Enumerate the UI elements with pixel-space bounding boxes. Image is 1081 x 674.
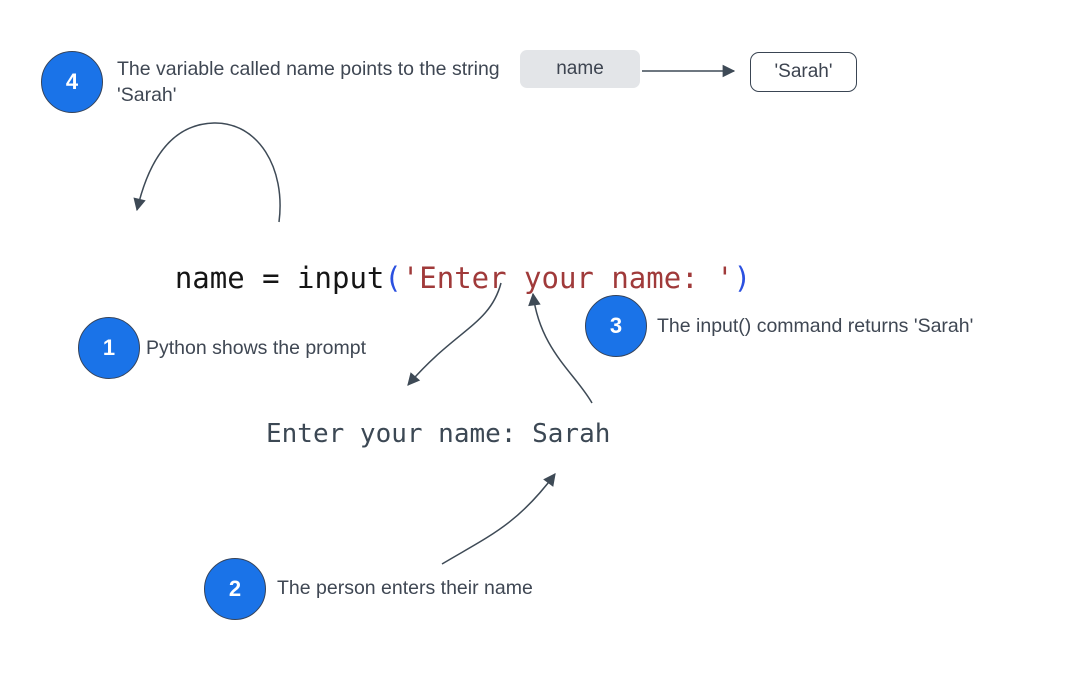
code-string-arg: 'Enter your name: ' — [401, 261, 734, 295]
code-close-paren: ) — [733, 261, 752, 295]
callout-step-3-label: The input() command returns 'Sarah' — [657, 315, 974, 337]
arrow-person-enters-icon — [441, 474, 555, 565]
callout-step-2-label: The person enters their name — [277, 577, 533, 599]
code-prefix: name = input — [174, 261, 385, 295]
variable-value-box: 'Sarah' — [750, 52, 857, 92]
callout-step-3-badge: 3 — [585, 295, 647, 357]
code-line: name = input('Enter your name: ') — [105, 227, 751, 329]
variable-value-text: 'Sarah' — [774, 61, 833, 82]
code-open-paren: ( — [384, 261, 402, 295]
terminal-output: Enter your name: Sarah — [266, 419, 611, 449]
callout-step-4-number: 4 — [65, 69, 79, 94]
variable-name-box: name — [520, 50, 640, 88]
callout-step-1-label: Python shows the prompt — [146, 337, 367, 359]
arrow-annotation4-to-code-name-icon — [137, 122, 281, 223]
variable-name-text: name — [556, 58, 604, 79]
callout-step-3-number: 3 — [609, 313, 623, 338]
callout-step-2-badge: 2 — [204, 558, 266, 620]
callout-step-1-badge: 1 — [78, 317, 140, 379]
callout-step-1-number: 1 — [102, 335, 116, 360]
callout-step-4-label: The variable called name points to the s… — [117, 58, 500, 106]
callout-step-2-number: 2 — [228, 576, 242, 601]
callout-step-4-badge: 4 — [41, 51, 103, 113]
